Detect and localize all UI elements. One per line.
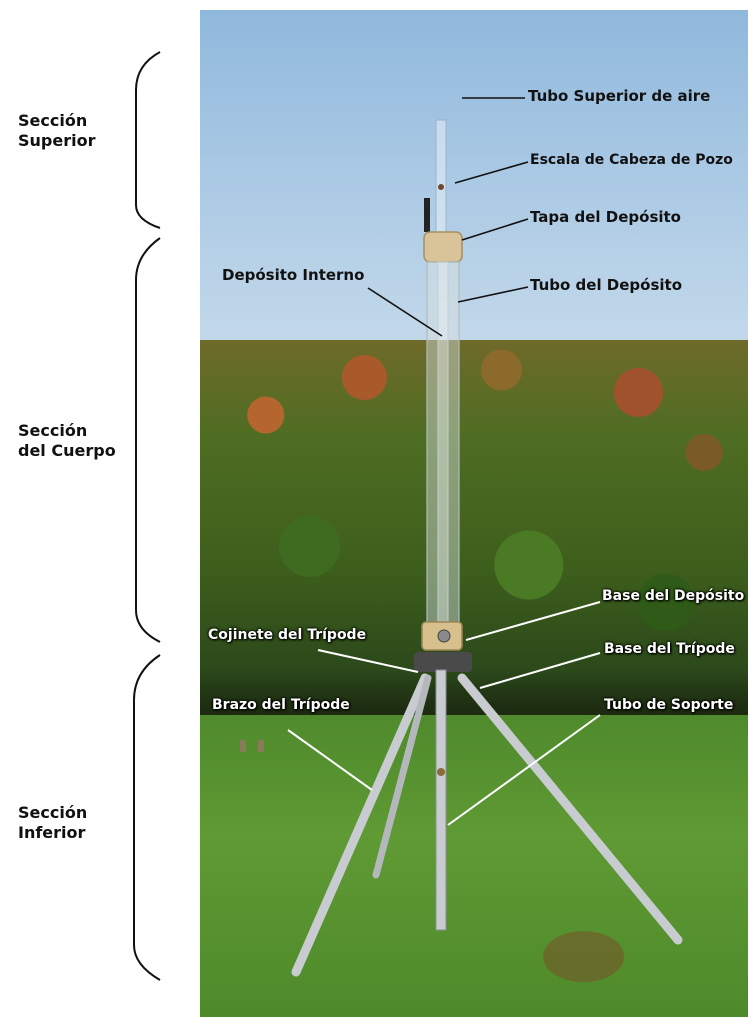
section-upper-line1: Sección <box>18 111 88 130</box>
brace-body-section <box>135 237 161 643</box>
section-body-label: Sección del Cuerpo <box>18 421 116 461</box>
permeameter-device <box>291 119 683 977</box>
label-tapa-deposito: Tapa del Depósito <box>530 208 681 226</box>
label-escala-cabeza-pozo: Escala de Cabeza de Pozo <box>530 152 733 168</box>
leader-escala-cabeza <box>454 161 529 184</box>
ground-peg <box>240 740 246 752</box>
lawn <box>200 715 748 1017</box>
support-tube-pin <box>437 768 445 776</box>
label-tubo-deposito: Tubo del Depósito <box>530 276 683 294</box>
tripod-leg-left <box>291 673 430 977</box>
label-cojinete-tripode: Cojinete del Trípode <box>208 627 367 643</box>
tripod-base-clamp <box>414 652 472 672</box>
label-brazo-tripode: Brazo del Trípode <box>212 697 350 713</box>
leader-cojinete <box>317 649 419 673</box>
label-tubo-superior-aire: Tubo Superior de aire <box>528 87 711 105</box>
cap-valve <box>424 198 430 232</box>
leader-brazo-tripode <box>287 729 373 791</box>
section-lower-label: Sección Inferior <box>18 803 87 843</box>
support-tube <box>435 669 447 931</box>
leader-tubo-soporte <box>447 714 601 826</box>
label-tubo-soporte: Tubo de Soporte <box>604 697 734 713</box>
brace-upper-section <box>135 51 161 229</box>
section-body-line2: del Cuerpo <box>18 441 116 460</box>
section-upper-label: Sección Superior <box>18 111 95 151</box>
sky <box>200 10 748 350</box>
ground-peg <box>258 740 264 752</box>
leader-tapa-deposito <box>461 218 529 241</box>
label-base-tripode: Base del Trípode <box>604 641 735 657</box>
label-deposito-interno: Depósito Interno <box>222 266 365 284</box>
tripod-leg-rear <box>372 674 432 879</box>
hedge <box>200 340 748 715</box>
wellhead-scale-marker <box>438 184 444 190</box>
leader-base-tripode <box>479 652 601 689</box>
section-lower-line1: Sección <box>18 803 88 822</box>
label-base-deposito: Base del Depósito <box>602 588 745 604</box>
brace-lower-section <box>133 654 161 981</box>
section-lower-line2: Inferior <box>18 823 86 842</box>
tripod-leg-right <box>457 673 683 945</box>
device-photo <box>200 10 748 1017</box>
leader-tubo-deposito <box>457 286 529 303</box>
leader-deposito-interno <box>367 287 443 337</box>
leader-base-deposito <box>465 601 601 641</box>
section-upper-line2: Superior <box>18 131 96 150</box>
section-body-line1: Sección <box>18 421 88 440</box>
base-knob <box>437 629 451 643</box>
